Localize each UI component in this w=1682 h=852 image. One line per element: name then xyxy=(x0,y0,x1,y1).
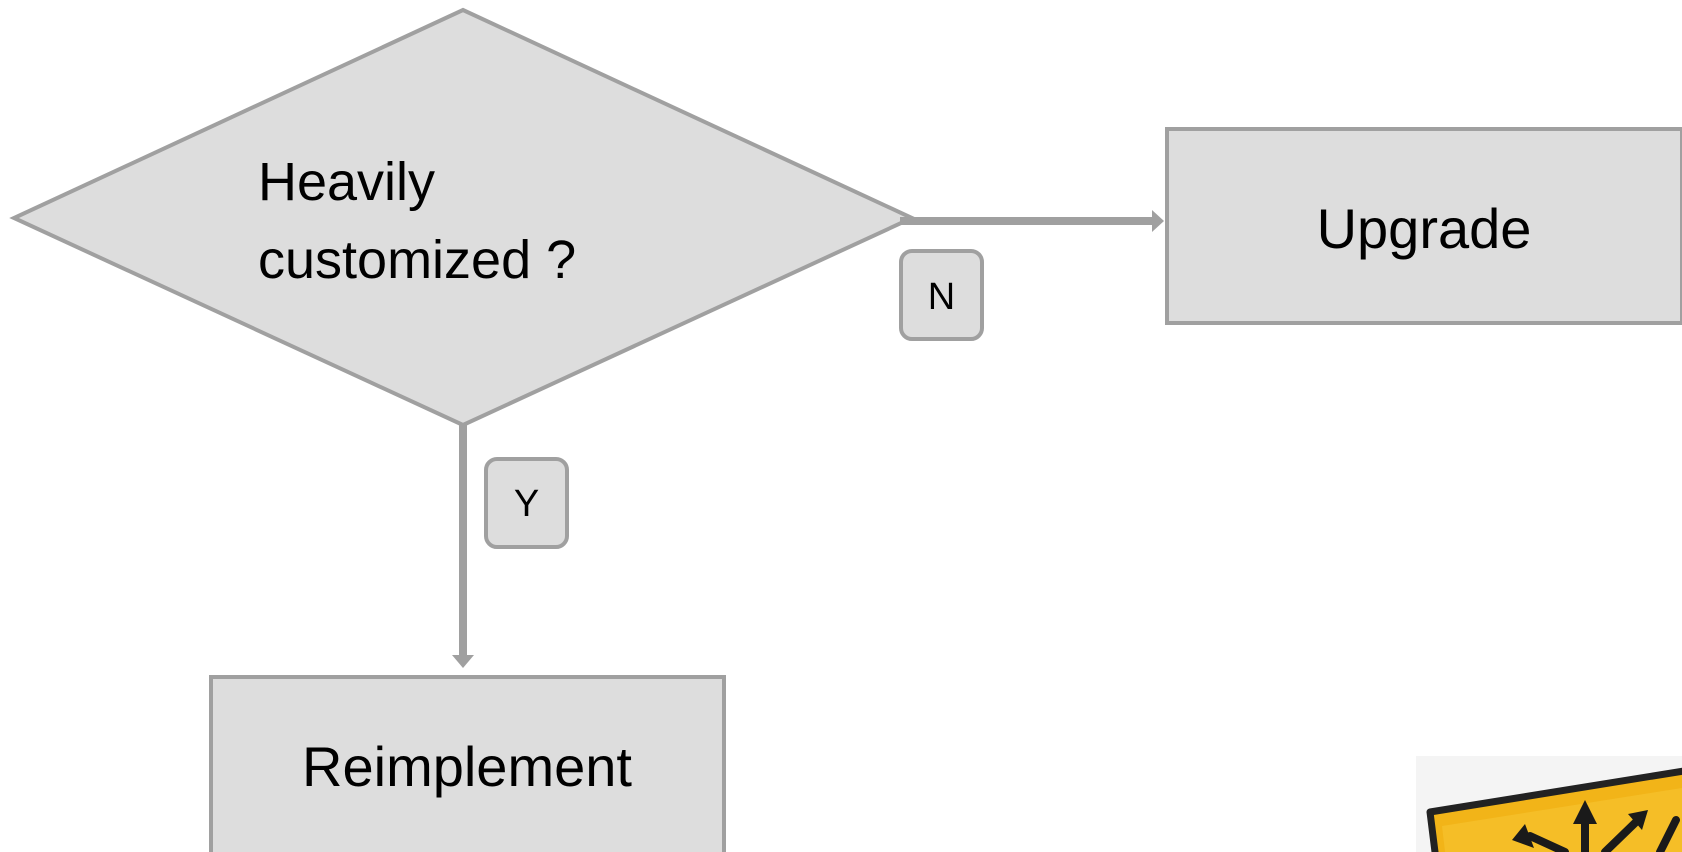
decision-label-line1: Heavily xyxy=(258,152,435,212)
reimplement-box xyxy=(209,675,726,852)
connector-no: N xyxy=(899,210,1164,341)
decision-node: Heavily customized ? xyxy=(9,7,917,428)
upgrade-label: Upgrade xyxy=(1317,197,1532,260)
no-label-text: N xyxy=(928,276,955,318)
no-label-box xyxy=(899,249,984,341)
connector-yes: Y xyxy=(452,423,569,668)
yes-label-text: Y xyxy=(514,483,539,525)
arrowhead-down-icon xyxy=(452,655,474,668)
road-sign-arrows-icon xyxy=(1416,756,1682,852)
arrowhead-right-icon xyxy=(1152,210,1164,232)
reimplement-node: Reimplement xyxy=(209,675,726,852)
reimplement-label: Reimplement xyxy=(302,735,632,798)
upgrade-box xyxy=(1165,127,1682,325)
decision-diamond xyxy=(9,7,917,428)
yes-label-box xyxy=(484,457,569,549)
decision-label-line2: customized ? xyxy=(258,230,576,290)
upgrade-node: Upgrade xyxy=(1165,127,1682,325)
